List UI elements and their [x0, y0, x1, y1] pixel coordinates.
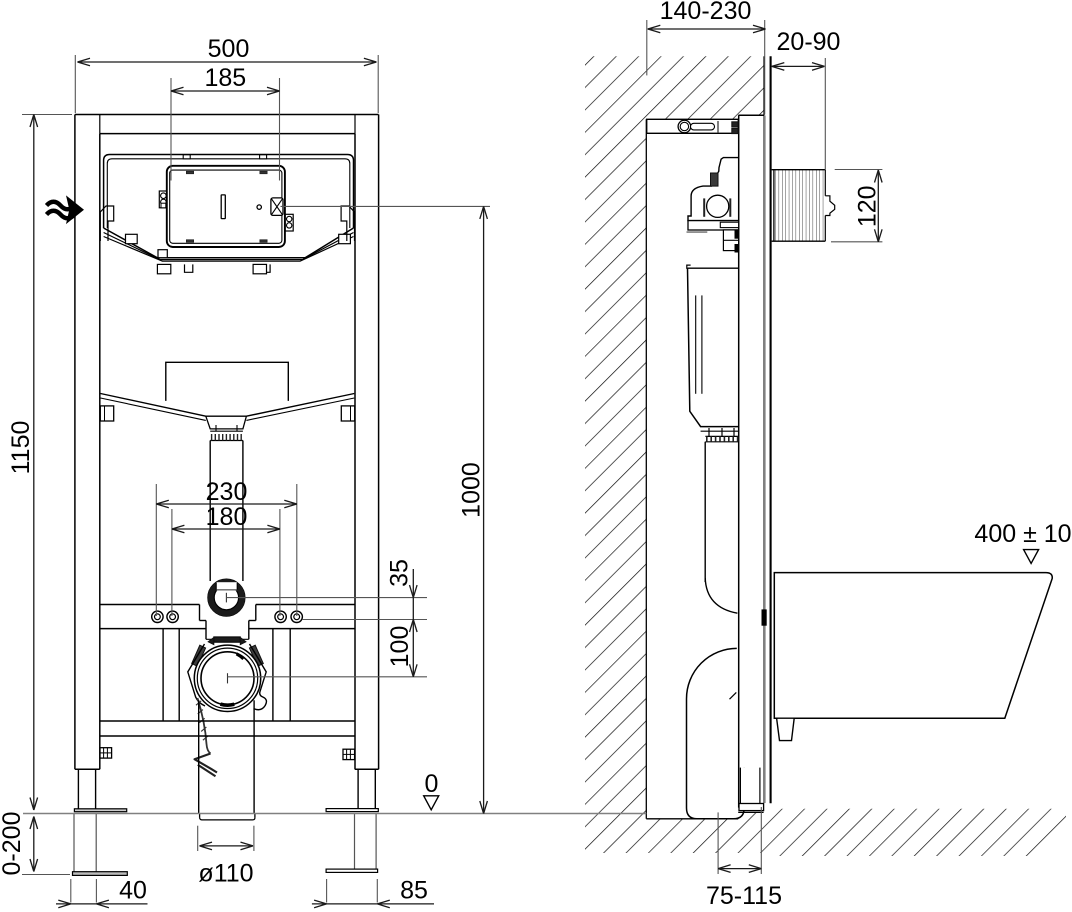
svg-text:400 ± 10: 400 ± 10 — [974, 520, 1071, 548]
svg-text:100: 100 — [386, 626, 414, 668]
svg-text:85: 85 — [400, 877, 428, 905]
svg-text:500: 500 — [208, 35, 250, 63]
svg-text:0: 0 — [425, 770, 439, 798]
svg-text:ø110: ø110 — [198, 860, 253, 888]
svg-text:185: 185 — [204, 64, 246, 92]
svg-text:75-115: 75-115 — [706, 882, 782, 910]
svg-text:230: 230 — [206, 478, 248, 506]
svg-text:1000: 1000 — [457, 462, 485, 518]
svg-text:140-230: 140-230 — [660, 0, 752, 25]
svg-text:120: 120 — [854, 185, 882, 227]
svg-text:180: 180 — [206, 503, 248, 531]
svg-text:1150: 1150 — [7, 421, 35, 475]
svg-text:0-200: 0-200 — [0, 812, 26, 876]
svg-text:40: 40 — [119, 877, 147, 905]
svg-text:20-90: 20-90 — [777, 28, 841, 56]
svg-text:35: 35 — [386, 559, 414, 587]
